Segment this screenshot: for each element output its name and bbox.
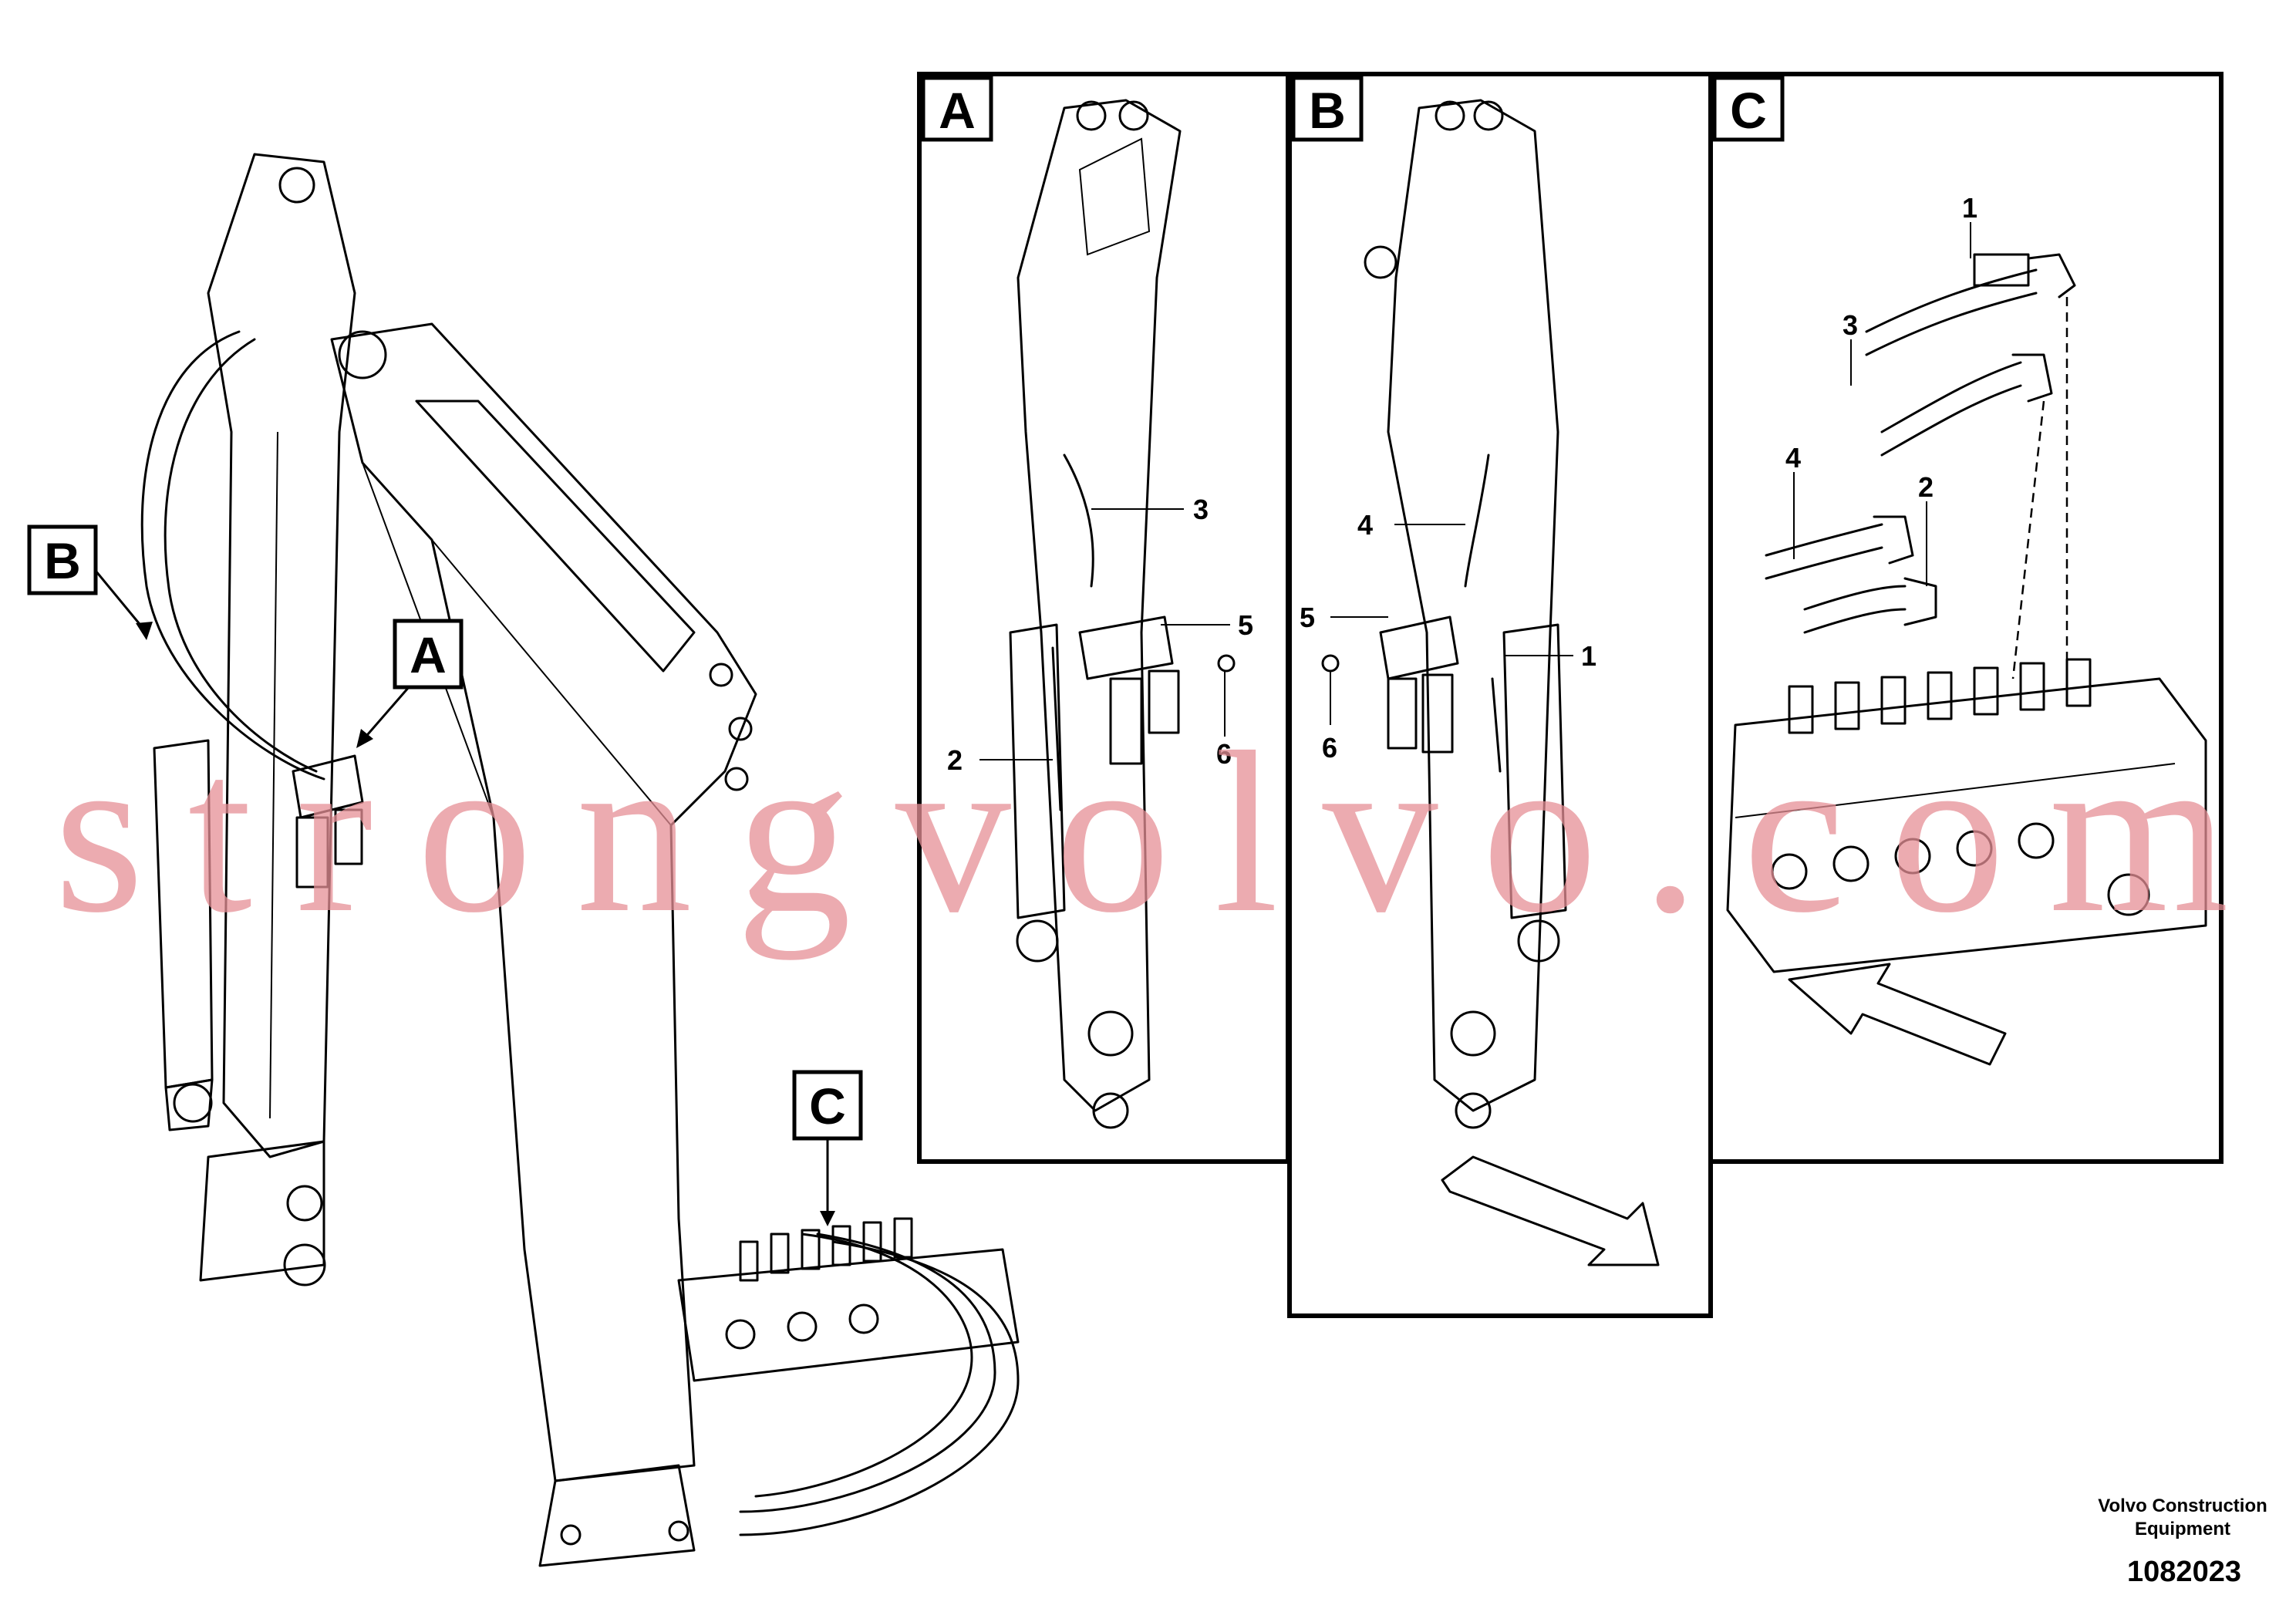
arm-cylinder — [153, 400, 696, 1131]
main-hoses — [140, 330, 1020, 1536]
panel-a-label-3: 3 — [1193, 494, 1209, 525]
panel-a-tag — [921, 76, 993, 142]
boom — [330, 322, 757, 1567]
panel-b: B 4 5 1 6 — [1291, 76, 1660, 1266]
panel-c-label-1: 1 — [1962, 192, 1977, 224]
callout-c-main-label: C — [809, 1077, 846, 1135]
view-direction-arrow-c — [1788, 963, 2007, 1066]
detail-panels — [917, 72, 2224, 1318]
footer-company-line1: Volvo Construction — [2098, 1496, 2267, 1516]
panel-a-tag-label: A — [939, 82, 976, 139]
footer: Volvo Construction Equipment 1082023 — [2098, 1496, 2267, 1588]
drawing-number: 1082023 — [2127, 1556, 2241, 1588]
panel-b-label-1: 1 — [1581, 640, 1596, 672]
panel-b-label-6: 6 — [1322, 732, 1337, 764]
dipper-arm — [199, 153, 387, 1286]
panel-c-label-3: 3 — [1843, 309, 1858, 341]
callout-b-main-label: B — [44, 532, 81, 589]
main-assembly-drawing: B A C — [27, 153, 1020, 1567]
panel-c-label-4: 4 — [1785, 442, 1801, 474]
control-valve-main — [677, 1217, 1020, 1382]
panel-c-tag-label: C — [1730, 82, 1767, 139]
callout-b-main: B — [27, 524, 153, 640]
panel-b-tag — [1291, 76, 1364, 142]
panel-c: C 1 3 — [1712, 76, 2207, 1066]
footer-company-line2: Equipment — [2135, 1519, 2230, 1539]
watermark: strongvolvo.com — [54, 704, 2229, 961]
panel-b-tag-label: B — [1309, 82, 1346, 139]
callout-a-main-label: A — [410, 626, 447, 683]
panel-a-label-5: 5 — [1238, 609, 1253, 641]
view-direction-arrow-b — [1441, 1155, 1660, 1266]
watermark-text: strongvolvo.com — [54, 704, 2229, 961]
callout-c-main: C — [792, 1070, 863, 1226]
panel-b-label-4: 4 — [1357, 509, 1373, 541]
panel-b-label-5: 5 — [1300, 602, 1315, 633]
panel-a-label-6: 6 — [1216, 738, 1232, 770]
callout-a-main: A — [356, 619, 464, 748]
hose-bracket-main — [292, 754, 364, 889]
panel-c-label-2: 2 — [1918, 471, 1934, 503]
panel-a-label-2: 2 — [947, 744, 963, 776]
panel-a: A 3 5 2 6 — [921, 76, 1253, 1129]
panel-c-tag — [1712, 76, 1785, 142]
